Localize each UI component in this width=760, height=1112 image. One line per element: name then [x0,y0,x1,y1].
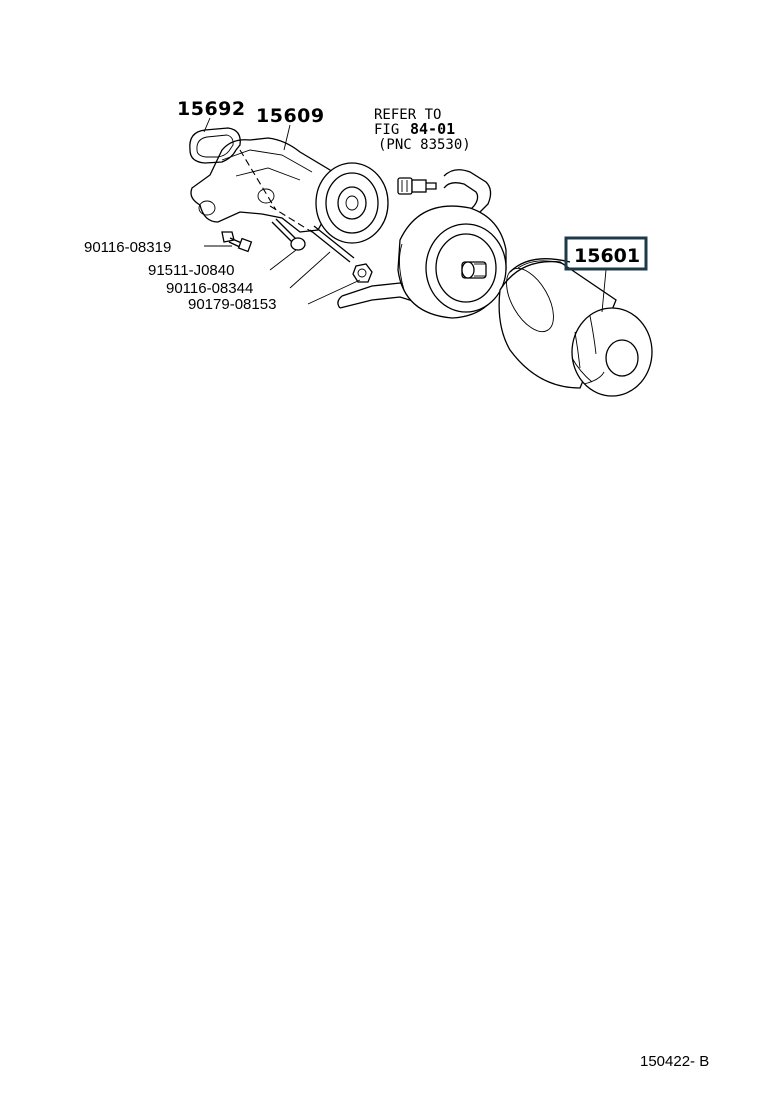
hose-upper-drawing [443,169,492,217]
part-label-90179-08153[interactable]: 90179-08153 [188,296,276,313]
gasket-15692-drawing [189,127,241,164]
diagram-code: 150422- B [640,1053,709,1070]
part-label-91511-J0840[interactable]: 91511-J0840 [148,262,234,279]
part-label-15601: 15601 [574,245,640,267]
part-label-90116-08344[interactable]: 90116-08344 [166,280,253,297]
refer-line-2-prefix: FIG [374,122,399,138]
leader-15692 [203,117,211,133]
oil-pressure-switch-drawing [397,177,437,195]
bolt-91511-J0840-drawing [271,218,306,251]
part-label-15692[interactable]: 15692 [177,98,246,120]
leader-90179-08153 [307,279,361,305]
highlight-box [564,236,648,271]
refer-line-3: (PNC 83530) [378,137,471,153]
bracket-15609-drawing [190,137,389,244]
part-label-90116-08319[interactable]: 90116-08319 [84,239,171,256]
refer-line-1: REFER TO [374,107,441,123]
refer-note: REFER TO FIG 84-01 (PNC 83530) [374,107,471,153]
nut-90179-08153-drawing [352,263,373,283]
oil-filter-15601-drawing [498,258,653,397]
highlighted-part-15601[interactable]: 15601 [564,236,648,271]
leader-15601 [601,269,607,313]
refer-fig-link[interactable]: 84-01 [410,120,455,138]
leader-15609 [283,124,291,151]
part-label-15609[interactable]: 15609 [256,105,325,127]
stud-90116-08344-drawing [309,225,355,263]
leader-91511-J0840 [269,249,297,271]
leader-90116-08344 [289,251,331,289]
filter-housing-drawing [397,205,507,319]
bolt-90116-08319-drawing [221,231,253,253]
